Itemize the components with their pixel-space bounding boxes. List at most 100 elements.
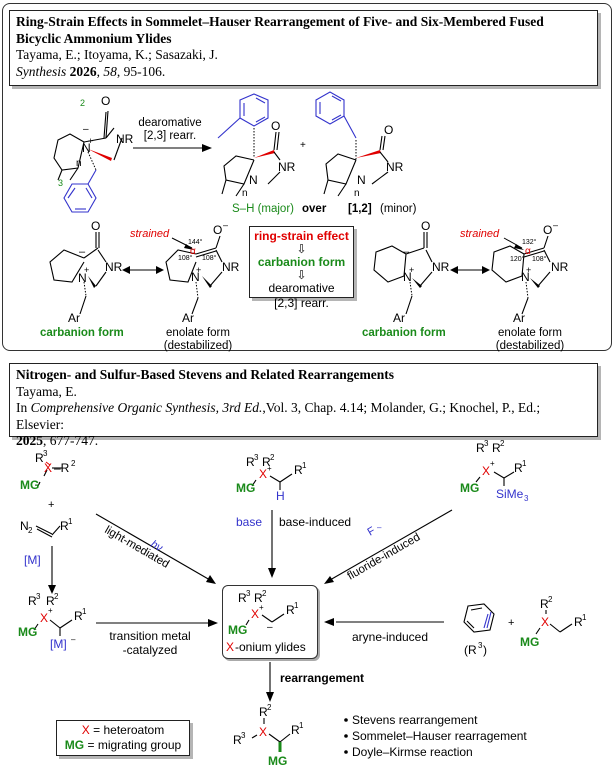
svg-text:2: 2	[270, 453, 275, 462]
svg-text:+: +	[48, 606, 53, 615]
svg-text:Ar: Ar	[393, 311, 405, 325]
svg-text:[2,3] rearr.: [2,3] rearr.	[144, 130, 196, 142]
reference-citation: In Comprehensive Organic Synthesis, 3rd …	[16, 400, 541, 448]
angle-label: 144°	[188, 238, 203, 246]
substrate-diazo	[37, 461, 62, 487]
svg-text:+: +	[88, 136, 93, 146]
svg-text:(destabilized): (destabilized)	[164, 340, 233, 352]
svg-text:1: 1	[68, 517, 73, 526]
svg-text:enolate form: enolate form	[166, 327, 230, 339]
light-arrow	[95, 513, 211, 581]
svg-text:2: 2	[54, 592, 59, 601]
svg-text:R: R	[28, 594, 37, 608]
list-item: Sommelet–Hauser rearragement	[352, 729, 527, 743]
svg-text:Ar: Ar	[68, 311, 80, 325]
reference-authors: Tayama, E.	[16, 383, 77, 399]
ring-strain-summary-box: ring-strain effect ⇩ carbanion form ⇩ de…	[249, 226, 354, 310]
svg-text:over: over	[302, 203, 327, 215]
svg-text:MG: MG	[268, 754, 287, 768]
svg-text:n: n	[242, 188, 248, 199]
svg-text:–: –	[83, 124, 89, 135]
list-item: Doyle–Kirmse reaction	[352, 745, 473, 759]
five-ring-carbanion	[49, 232, 107, 315]
svg-text:R: R	[294, 463, 303, 477]
svg-text:NR: NR	[116, 132, 134, 146]
svg-text:O: O	[271, 119, 280, 133]
svg-text:3: 3	[484, 439, 489, 448]
six-ring-enolate	[491, 235, 551, 315]
sh-product-major	[217, 93, 281, 197]
svg-text:3: 3	[43, 449, 48, 458]
svg-text:+: +	[300, 140, 306, 151]
svg-text:O: O	[213, 223, 222, 237]
svg-text:rearrangement: rearrangement	[280, 671, 364, 685]
svg-text:1: 1	[299, 721, 304, 730]
svg-text:2: 2	[500, 439, 505, 448]
svg-text:NR: NR	[432, 260, 450, 274]
svg-text:strained: strained	[460, 228, 500, 240]
svg-text:+: +	[490, 459, 495, 468]
svg-text:X: X	[259, 467, 267, 481]
svg-text:(minor): (minor)	[380, 203, 417, 215]
svg-text:MG: MG	[18, 625, 37, 639]
svg-text:+: +	[196, 265, 201, 275]
svg-text:X: X	[44, 461, 52, 475]
svg-text:+: +	[84, 265, 89, 275]
svg-text:N: N	[78, 271, 87, 285]
svg-text:aryne-induced: aryne-induced	[352, 630, 428, 644]
svg-text:dearomative: dearomative	[138, 117, 201, 129]
stevens-product-minor	[315, 91, 389, 197]
svg-text:n: n	[76, 158, 82, 169]
svg-text:2: 2	[80, 98, 85, 108]
svg-text:108°: 108°	[532, 255, 547, 263]
reference-title: Nitrogen- and Sulfur-Based Stevens and R…	[16, 367, 394, 382]
reference-title: Ring-Strain Effects in Sommelet–Hauser R…	[16, 14, 544, 46]
svg-text:N: N	[249, 173, 258, 187]
svg-text:R: R	[262, 455, 271, 469]
starting-ammonium-ylide	[53, 110, 123, 213]
strained-label: strained	[130, 228, 170, 240]
svg-text:MG: MG	[20, 478, 39, 492]
svg-text:enolate form: enolate form	[498, 327, 562, 339]
svg-text:–: –	[223, 220, 228, 230]
five-ring-enolate	[165, 235, 223, 315]
svg-text:NR: NR	[278, 160, 296, 174]
svg-text:NR: NR	[551, 260, 569, 274]
svg-text:R: R	[35, 451, 44, 465]
rearrangement-types-list: Stevens rearrangement Sommelet–Hauser re…	[344, 713, 527, 759]
svg-text:α: α	[525, 246, 531, 257]
svg-text:–: –	[553, 220, 558, 230]
svg-text:1: 1	[582, 613, 587, 622]
svg-text:base: base	[236, 515, 262, 529]
svg-text:SiMe: SiMe	[496, 487, 524, 501]
svg-text:3: 3	[36, 592, 41, 601]
svg-text:α: α	[190, 246, 196, 257]
svg-text:F: F	[366, 525, 378, 539]
svg-text:Ar: Ar	[513, 311, 525, 325]
svg-text:N: N	[191, 270, 200, 284]
onium-ylide-box	[222, 585, 318, 659]
svg-text:3: 3	[58, 178, 63, 188]
reference-box-2: Nitrogen- and Sulfur-Based Stevens and R…	[9, 363, 598, 448]
svg-text:[M]: [M]	[50, 637, 67, 651]
svg-text:–: –	[377, 523, 382, 532]
svg-text:–: –	[79, 246, 86, 258]
angle-label: 108°	[202, 254, 217, 262]
svg-text:R: R	[60, 519, 69, 533]
svg-text:2: 2	[548, 595, 553, 604]
svg-text:2: 2	[267, 703, 272, 712]
svg-text:MG: MG	[236, 481, 255, 495]
svg-text:2: 2	[71, 459, 76, 468]
legend-box: X = heteroatom MG = migrating group	[56, 720, 190, 756]
svg-text:NR: NR	[222, 260, 240, 274]
list-item: Stevens rearrangement	[352, 713, 478, 727]
svg-text:(destabilized): (destabilized)	[496, 340, 565, 352]
svg-text:1: 1	[302, 461, 307, 470]
svg-text:X: X	[259, 725, 267, 739]
svg-text:R: R	[574, 615, 583, 629]
angle-label: 108°	[178, 254, 193, 262]
svg-text:[1,2]: [1,2]	[348, 203, 372, 215]
svg-text:base-induced: base-induced	[279, 515, 351, 529]
major-product-label: S–H (major)	[232, 203, 294, 215]
